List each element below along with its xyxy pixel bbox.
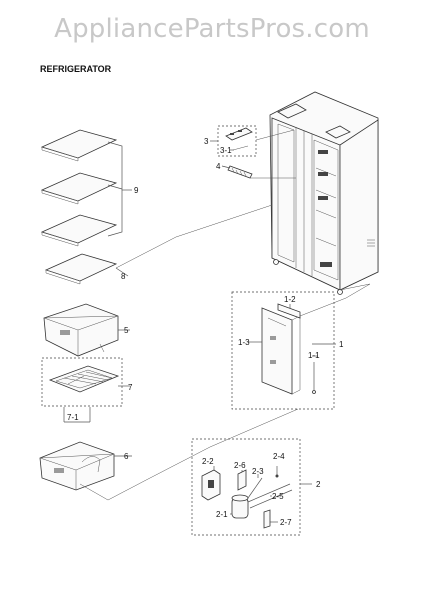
- part-2-4-screw: [275, 466, 279, 478]
- label-1-2: 1-2: [284, 295, 296, 304]
- part-2-6-bracket: [237, 469, 247, 491]
- part-1-2-cover: [277, 303, 301, 319]
- label-2-7: 2-7: [280, 518, 292, 527]
- refrigerator-cabinet: [269, 91, 379, 295]
- label-8: 8: [121, 272, 126, 281]
- part-3-1-clip: [232, 145, 249, 151]
- part-2-3-shaft: [247, 477, 263, 499]
- part-2-frame: [191, 438, 301, 536]
- label-1-1: 1-1: [308, 351, 320, 360]
- label-2-3: 2-3: [252, 467, 264, 476]
- shelf-cover: [48, 365, 120, 393]
- label-2-2: 2-2: [202, 457, 214, 466]
- watermark: AppliancePartsPros.com: [54, 14, 370, 44]
- label-5: 5: [124, 326, 129, 335]
- part-3-bracket: [225, 127, 253, 141]
- page-title: REFRIGERATOR: [40, 64, 112, 74]
- label-7-1: 7-1: [67, 413, 79, 422]
- label-9: 9: [134, 186, 139, 195]
- part-4-filter-strip: [227, 165, 253, 179]
- label-2: 2: [316, 480, 321, 489]
- label-1: 1: [339, 340, 344, 349]
- part-2-7-latch: [263, 509, 271, 529]
- part-2-1-motor: [231, 494, 249, 519]
- callout-labels: 9 8 5 7 7-1 6 3 3-1 4 1-2 1-3 1-1 1 2-4 …: [67, 137, 344, 527]
- label-2-1: 2-1: [216, 510, 228, 519]
- part-1-frame: [231, 291, 335, 410]
- label-2-4: 2-4: [273, 452, 285, 461]
- label-2-6: 2-6: [234, 461, 246, 470]
- label-1-3: 1-3: [238, 338, 250, 347]
- lower-drawer: [39, 441, 115, 491]
- part-1-3-panel: [261, 307, 301, 395]
- label-3-1: 3-1: [220, 146, 232, 155]
- shelf-group: [40, 129, 118, 285]
- label-4: 4: [216, 162, 221, 171]
- label-6: 6: [124, 452, 129, 461]
- label-7: 7: [128, 383, 133, 392]
- crisper-drawer: [43, 303, 119, 357]
- part-2-5-arm: [247, 483, 293, 509]
- part-1-1-pin: [312, 362, 316, 394]
- label-2-5: 2-5: [272, 492, 284, 501]
- shelf-cover-frame: [41, 357, 123, 407]
- part-2-2-housing: [201, 469, 221, 501]
- label-3: 3: [204, 137, 209, 146]
